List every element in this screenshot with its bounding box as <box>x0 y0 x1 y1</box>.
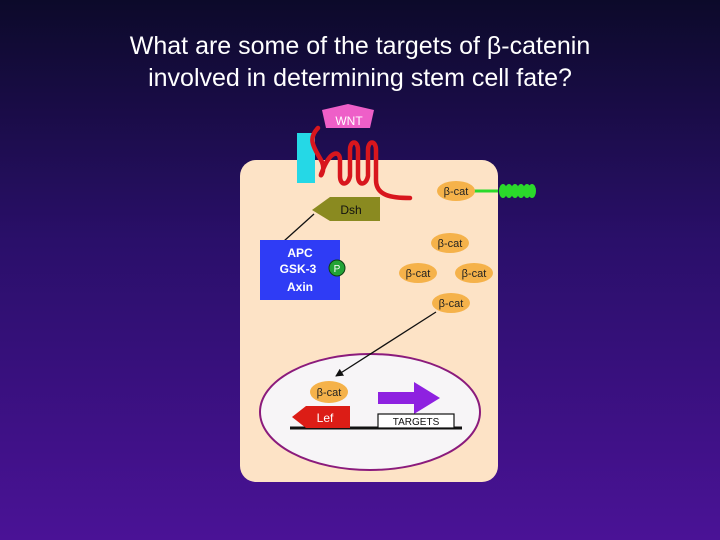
complex-label-axin: Axin <box>287 280 313 294</box>
frizzled-receptor <box>310 125 413 201</box>
dsh-label: Dsh <box>340 203 361 217</box>
bcat-label-nuclear: β-cat <box>317 387 342 399</box>
phospho-group <box>328 259 346 277</box>
complex-label-gsk3: GSK-3 <box>280 262 317 276</box>
transcription-arrow <box>378 382 440 414</box>
bcat-label-cyto-1: β-cat <box>438 238 463 250</box>
title-line-2: involved in determining stem cell fate? <box>148 64 572 92</box>
beta-catenin-nuclear <box>310 381 348 403</box>
beta-catenin-membrane <box>437 181 475 201</box>
cadherin-repeats <box>499 184 536 198</box>
wnt-label: WNT <box>335 114 363 128</box>
complex-label-apc: APC <box>287 246 313 260</box>
beta-catenin-cytoplasm-3 <box>455 263 493 283</box>
beta-catenin-cytoplasm-4 <box>432 293 470 313</box>
lef-factor <box>292 406 350 428</box>
beta-catenin-cytoplasm-2 <box>399 263 437 283</box>
phospho-label: P <box>334 264 341 275</box>
nuclear-translocation-arrow <box>335 311 437 377</box>
bcat-label-cyto-4: β-cat <box>439 298 464 310</box>
targets-gene-box <box>377 413 455 429</box>
title-line-1: What are some of the targets of β-cateni… <box>129 32 591 60</box>
targets-label: TARGETS <box>393 417 440 428</box>
bcat-label-cyto-2: β-cat <box>406 268 431 280</box>
destruction-complex <box>260 240 340 300</box>
wnt-ligand <box>322 104 374 128</box>
beta-catenin-cytoplasm-1 <box>431 233 469 253</box>
nucleus <box>259 353 481 471</box>
lef-label: Lef <box>317 411 334 425</box>
lrp-coreceptor <box>297 133 315 183</box>
dsh-protein <box>312 197 380 221</box>
bcat-label-cyto-3: β-cat <box>462 268 487 280</box>
bcat-label-membrane: β-cat <box>444 186 469 198</box>
slide-title: What are some of the targets of β-cateni… <box>0 30 720 94</box>
